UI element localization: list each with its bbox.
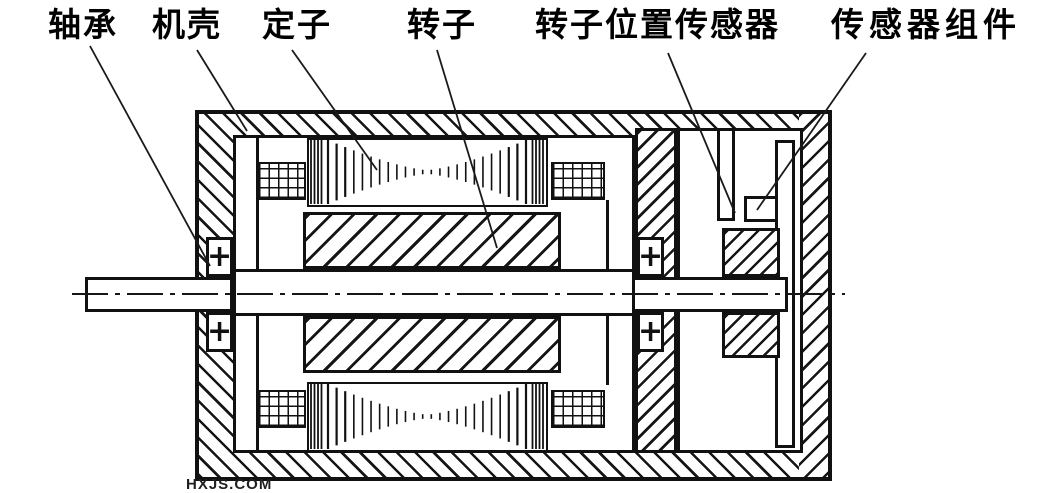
end-bell-face-right-top	[606, 200, 609, 269]
bearing-cross-mark: +	[206, 313, 233, 349]
stator-winding-bottom	[307, 382, 548, 452]
end-turn-grid-top-left	[257, 162, 306, 200]
stator-winding-top	[307, 138, 548, 207]
watermark: HXJS.COM	[186, 476, 273, 493]
label-rotor: 转子	[407, 8, 477, 44]
end-bell-face-left-bottom	[256, 316, 259, 453]
shaft-center-section	[233, 269, 635, 316]
bearing-cross-mark: +	[637, 238, 664, 274]
label-bearing: 轴承	[48, 8, 118, 44]
leader-line-bearing	[89, 45, 211, 267]
bearing-right-top: +	[637, 237, 664, 277]
label-housing: 机壳	[152, 8, 222, 44]
end-turn-grid-top-right	[551, 162, 605, 200]
bearing-cross-mark: +	[637, 313, 664, 349]
sensor-magnet-top	[722, 228, 780, 277]
end-bell-face-left-top	[256, 135, 259, 269]
end-turn-grid-bottom-left	[257, 390, 306, 428]
sensor-board	[717, 128, 735, 221]
housing-right-wall	[799, 114, 828, 477]
bearing-right-bottom: +	[637, 312, 664, 352]
end-bell-face-right-bottom	[606, 316, 609, 385]
label-stator: 定子	[262, 8, 332, 44]
rotor-top	[303, 212, 561, 269]
position-sensor-chip	[744, 196, 778, 222]
label-rotor-position-sensor: 转子位置传感器	[535, 8, 780, 44]
sensor-magnet-bottom	[722, 312, 780, 358]
rotor-bottom	[303, 316, 561, 373]
shaft-centerline	[72, 293, 845, 295]
bearing-left-bottom: +	[206, 312, 233, 352]
label-sensor-assembly: 传感器组件	[831, 8, 1021, 44]
bearing-cross-mark: +	[206, 238, 233, 274]
bearing-left-top: +	[206, 237, 233, 277]
end-turn-grid-bottom-right	[551, 390, 605, 428]
